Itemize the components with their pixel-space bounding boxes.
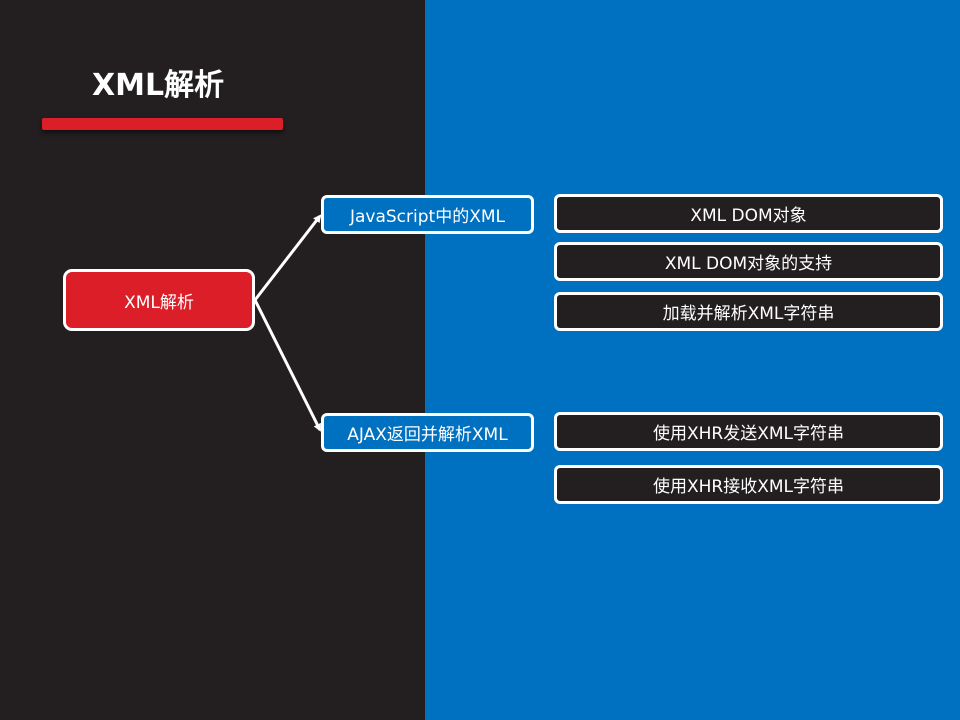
title-underline-bar: [42, 118, 283, 130]
leaf-node-xhr-send-xml: 使用XHR发送XML字符串: [554, 412, 943, 451]
root-node: XML解析: [63, 269, 255, 331]
leaf-node-xhr-receive-xml: 使用XHR接收XML字符串: [554, 465, 943, 504]
leaf-node-xml-dom-object: XML DOM对象: [554, 194, 943, 233]
branch-node-javascript-xml: JavaScript中的XML: [321, 195, 534, 234]
branch-node-ajax-xml: AJAX返回并解析XML: [321, 413, 534, 452]
slide-title: XML解析: [92, 68, 225, 103]
leaf-node-xml-dom-support: XML DOM对象的支持: [554, 242, 943, 281]
connector-root-to-branch-1: [253, 214, 322, 301]
leaf-node-load-parse-xml-string: 加载并解析XML字符串: [554, 292, 943, 331]
connector-root-to-branch-2: [253, 299, 322, 432]
right-blue-panel: [425, 0, 960, 720]
